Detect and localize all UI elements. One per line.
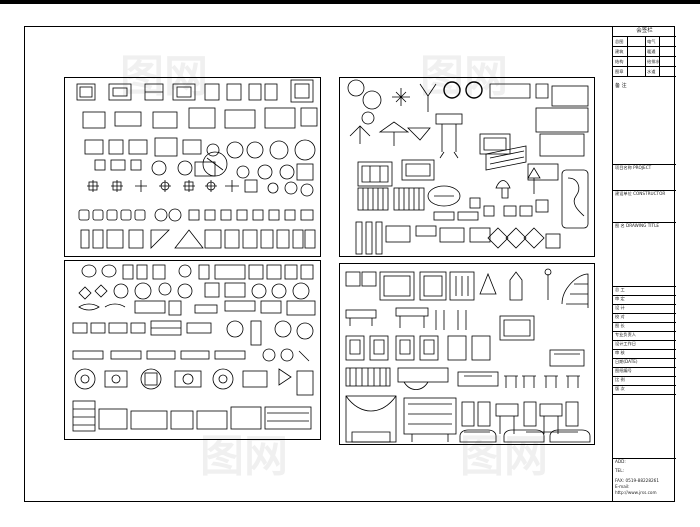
plant-pot-icon xyxy=(427,167,541,207)
panel-top-left xyxy=(64,77,321,257)
tb-row: 设计工作日 xyxy=(613,340,676,349)
tb-email: E-mail: xyxy=(615,484,630,489)
round-table-icon xyxy=(206,139,316,161)
picture-frame-icon xyxy=(345,268,589,308)
armchair-front-icon xyxy=(345,335,491,361)
dining-chair-icon xyxy=(461,401,579,434)
console-table-icon xyxy=(345,307,585,367)
bathroom-fixture-icon xyxy=(80,229,316,249)
signature-header: 会签栏 xyxy=(636,28,653,34)
tb-row: 图纸编号 xyxy=(613,367,676,376)
tb-row: 审 核 xyxy=(613,349,676,358)
remark-label: 备 注 xyxy=(615,83,627,89)
signature-grid: 总图 电气 建筑 暖通 结构 给排水 图章 水道 备 注 xyxy=(613,36,676,106)
tb-row: 专业负责人 xyxy=(613,331,676,340)
dining-set-icon xyxy=(74,368,314,396)
panel-bottom-right xyxy=(339,263,595,445)
sofa-front-icon xyxy=(72,400,312,432)
tb-web: http://www.jrss.com xyxy=(615,490,657,495)
tb-row: 审 定 xyxy=(613,295,676,304)
curtain-icon xyxy=(345,367,580,390)
sofa-set-icon xyxy=(76,79,314,103)
bench-icon xyxy=(72,348,310,362)
grid-cell: 给排水 xyxy=(647,59,660,64)
chair-grid-icon xyxy=(94,151,314,181)
tb-tel: TEL: xyxy=(615,468,624,473)
tb-fax: FAX: 0519-88228261 xyxy=(615,478,659,483)
grid-cell: 电气 xyxy=(647,39,656,44)
chair-plan-icon xyxy=(81,264,314,280)
tb-row-blank xyxy=(613,394,676,414)
tb-row: 校 对 xyxy=(613,313,676,322)
tb-row: 总 工 xyxy=(613,286,676,295)
grid-cell: 图章 xyxy=(615,69,624,74)
shrub-icon xyxy=(78,282,310,300)
cross-table-icon xyxy=(87,179,314,197)
title-block: 会签栏 总图 电气 建筑 暖通 结构 给排水 图章 水道 备 注 项目名称 PR… xyxy=(612,26,676,502)
bed-canopy-icon xyxy=(345,395,457,443)
panel-top-right xyxy=(339,77,595,257)
grid-cell: 结构 xyxy=(615,59,624,64)
grid-cell: 水道 xyxy=(647,69,656,74)
tb-row: 日期(DATE) xyxy=(613,358,676,367)
panel-grid-icon xyxy=(357,187,549,221)
tb-row: 比 例 xyxy=(613,376,676,385)
drawing-frame xyxy=(24,26,675,502)
screen-icon xyxy=(357,145,589,229)
tb-row: 图 长 xyxy=(613,322,676,331)
tb-row: 版 次 xyxy=(613,385,676,394)
bed-icon xyxy=(84,137,202,157)
sofa-elevation-icon xyxy=(459,429,591,443)
rock-icon xyxy=(78,300,316,316)
tb-project: 项目名称 PROJECT xyxy=(613,164,676,190)
grid-cell: 暖通 xyxy=(647,49,656,54)
grid-cell: 总图 xyxy=(615,39,624,44)
palm-icon xyxy=(349,107,589,159)
tb-add: ADD: xyxy=(613,458,676,466)
table-chairs-icon xyxy=(72,320,314,346)
tree-plan-icon xyxy=(347,79,589,125)
grid-cell: 建筑 xyxy=(615,49,624,54)
top-border xyxy=(0,0,700,4)
column-icon xyxy=(355,221,561,255)
stool-row-icon xyxy=(78,208,314,222)
tb-constructor: 建设单位 CONSTRUCTOR xyxy=(613,190,676,222)
tb-row: 设 计 xyxy=(613,304,676,313)
panel-bottom-left xyxy=(64,260,321,440)
tb-drawing-title: 图 名 DRAWING TITLE xyxy=(613,222,676,286)
armchair-row-icon xyxy=(82,107,318,129)
